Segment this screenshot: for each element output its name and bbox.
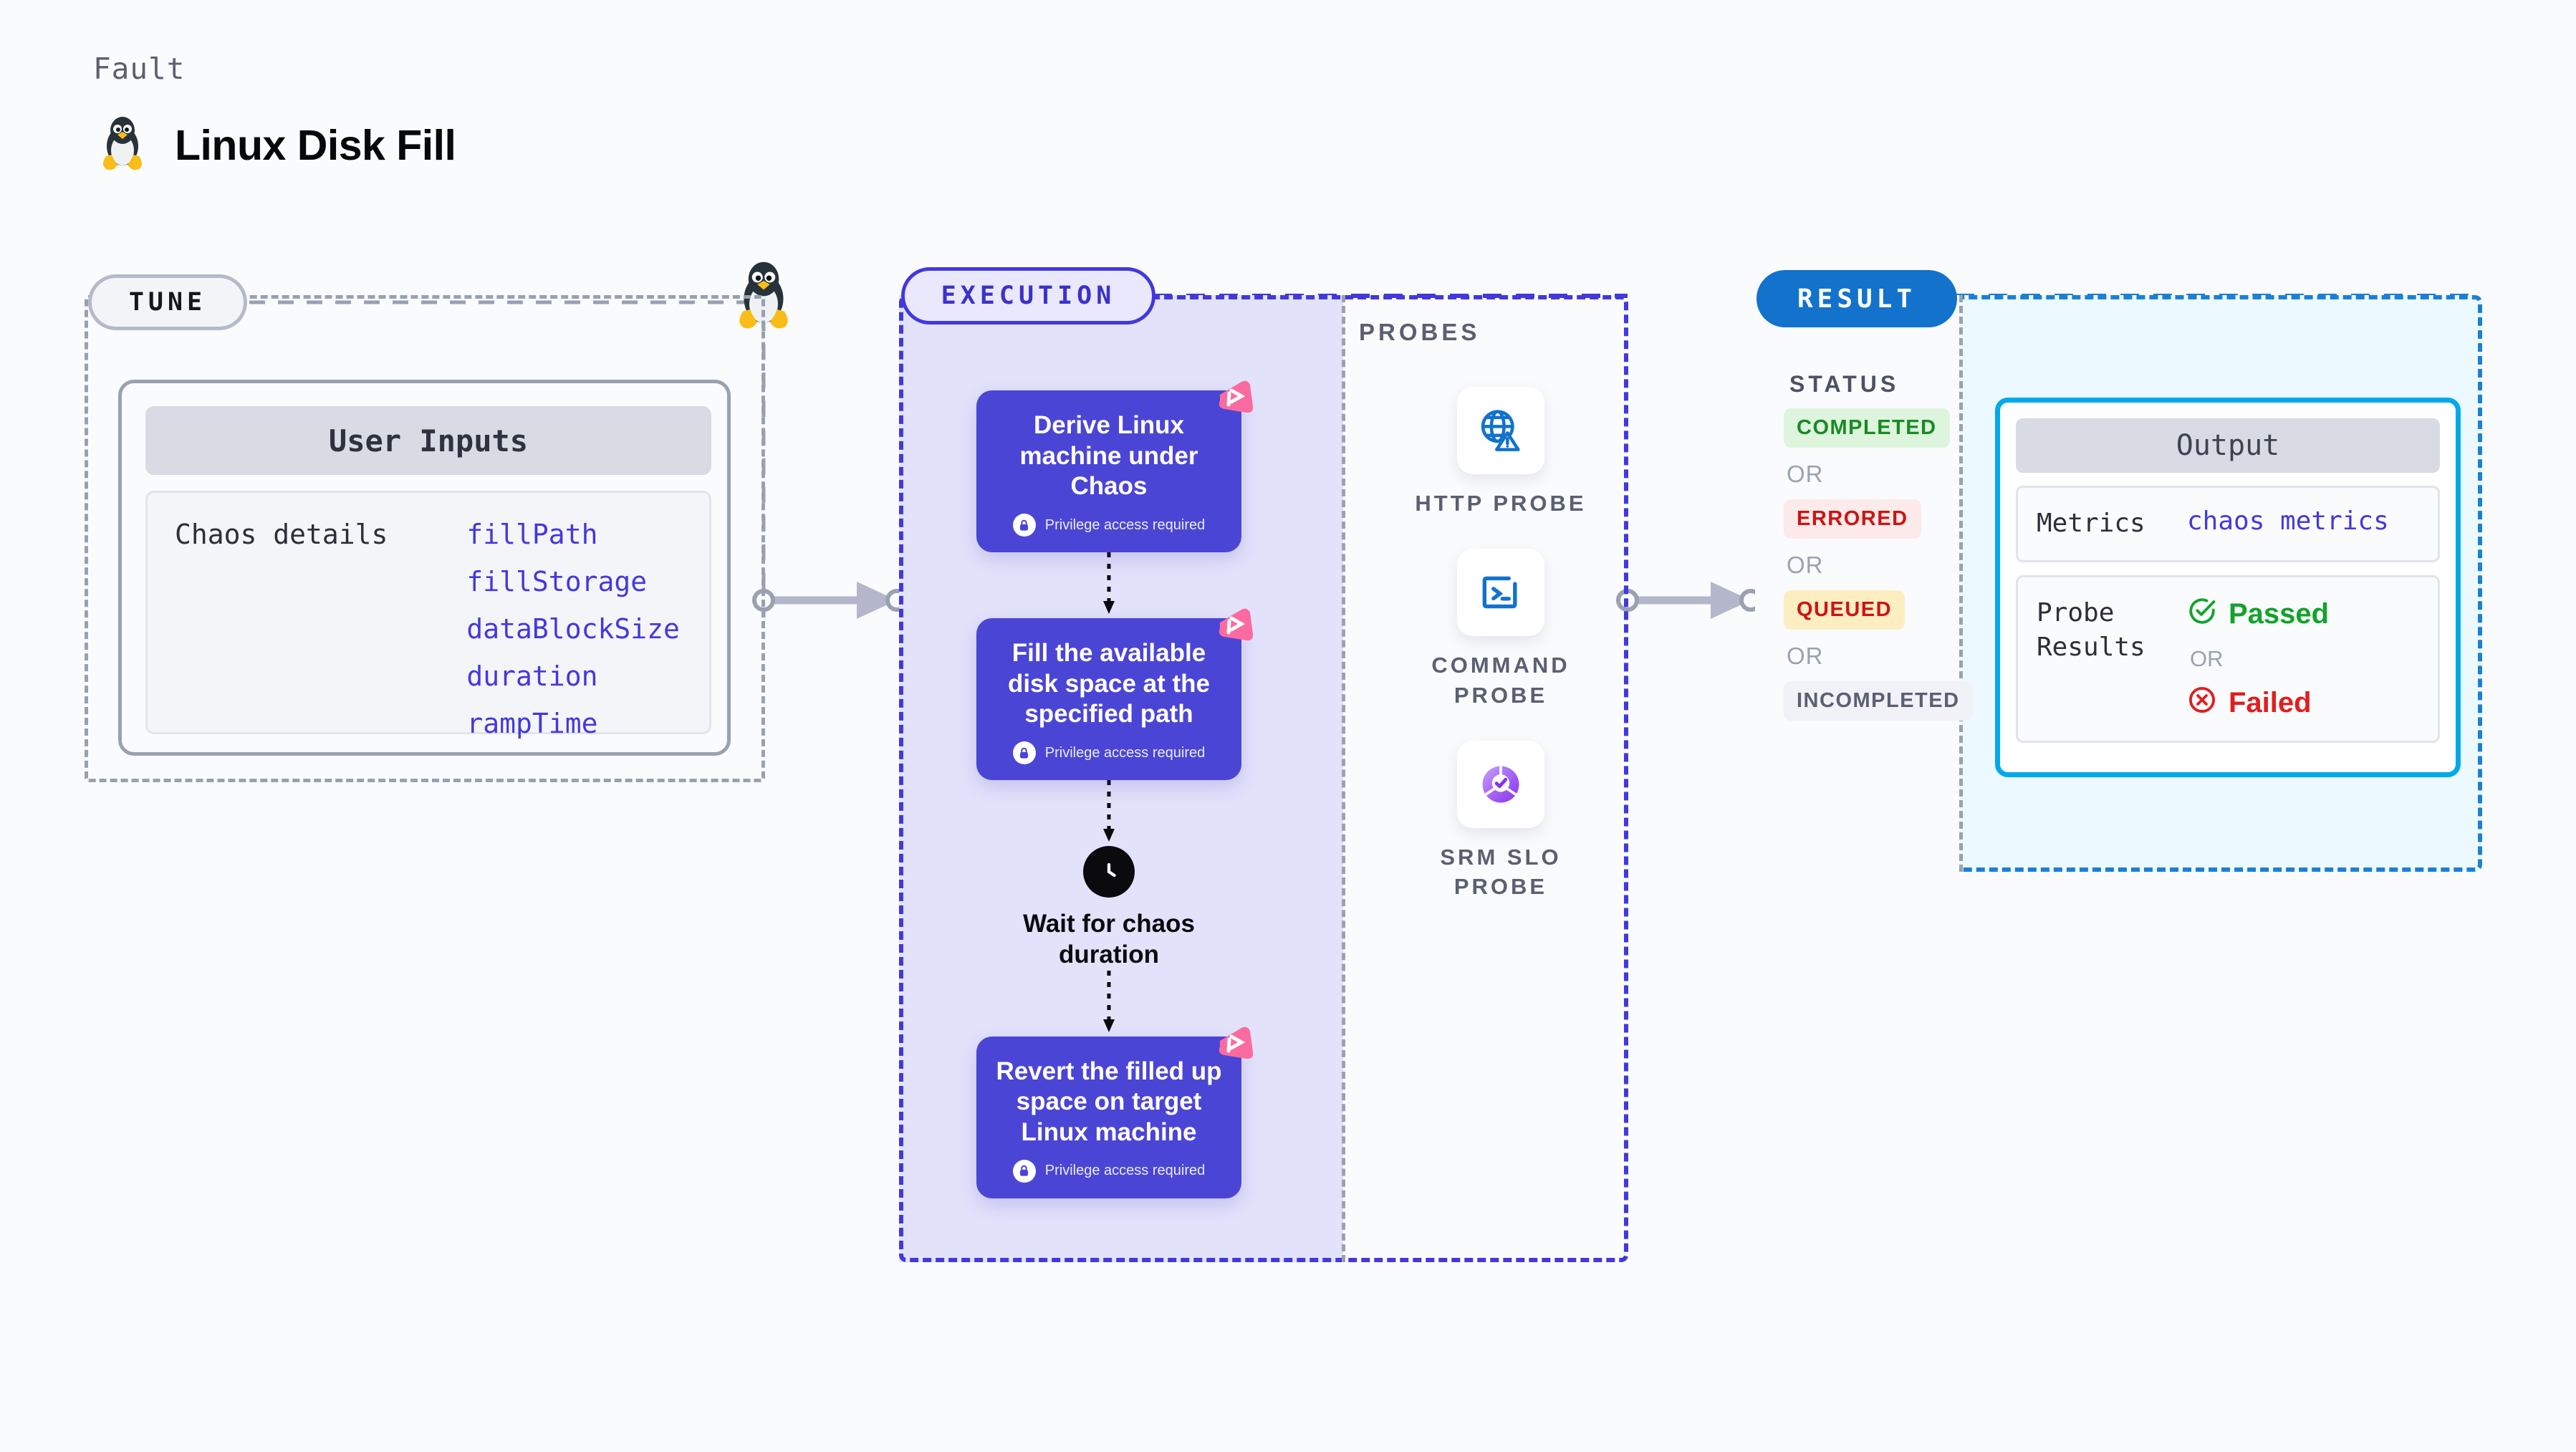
terminal-icon <box>1457 548 1544 636</box>
passed-label: Passed <box>2229 598 2330 630</box>
tune-section-pill[interactable]: TUNE <box>88 274 247 330</box>
x-circle-icon <box>2187 685 2217 722</box>
probe-label: COMMAND PROBE <box>1431 652 1570 708</box>
execution-section-pill[interactable]: EXECUTION <box>901 267 1155 324</box>
wait-for-duration-node: Wait for chaos duration <box>976 846 1241 970</box>
probe-label: HTTP PROBE <box>1415 491 1587 516</box>
result-section-pill[interactable]: RESULT <box>1756 270 1957 327</box>
privilege-text: Privilege access required <box>1044 744 1206 761</box>
execution-step-card[interactable]: Fill the available disk space at the spe… <box>976 608 1254 781</box>
chaos-details-label: Chaos details <box>175 519 388 550</box>
or-separator: OR <box>2190 645 2224 671</box>
page-title-row: Linux Disk Fill <box>99 115 456 176</box>
parameter-item[interactable]: fillPath <box>466 519 598 550</box>
step-connector <box>976 780 1241 846</box>
lock-icon <box>1012 514 1036 537</box>
step-connector <box>976 552 1241 618</box>
probes-section-label: PROBES <box>1359 319 1481 345</box>
lock-icon <box>1012 741 1036 765</box>
parameter-item[interactable]: duration <box>466 660 598 692</box>
privilege-badge: Privilege access required <box>995 514 1223 537</box>
chaos-ribbon-icon <box>1206 601 1257 653</box>
chaos-ribbon-icon <box>1206 1019 1257 1071</box>
execution-step-chain: Derive Linux machine under Chaos Privile… <box>976 380 1254 1198</box>
probe-verdict-failed: Failed <box>2187 685 2329 722</box>
privilege-text: Privilege access required <box>1044 1163 1206 1179</box>
probe-item-http[interactable]: HTTP PROBE <box>1415 387 1586 519</box>
tune-region <box>85 295 765 782</box>
linux-penguin-icon <box>99 115 146 176</box>
status-option-list: COMPLETED OR ERRORED OR QUEUED OR INCOMP… <box>1784 408 1973 721</box>
slo-donut-check-icon <box>1456 740 1544 828</box>
step-title: Derive Linux machine under Chaos <box>1019 411 1198 501</box>
probe-item-command[interactable]: COMMAND PROBE <box>1431 548 1570 711</box>
step-title: Revert the filled up space on target Lin… <box>996 1057 1222 1146</box>
probe-verdicts: Passed OR Failed <box>2187 596 2329 722</box>
step-connector <box>976 970 1241 1037</box>
status-heading: STATUS <box>1789 371 1900 397</box>
parameter-item[interactable]: fillStorage <box>466 566 648 597</box>
output-metrics-row: Metrics chaos metrics <box>2016 486 2440 562</box>
probe-verdict-passed: Passed <box>2187 596 2329 633</box>
probe-list: HTTP PROBE COMMAND PROBE <box>1383 387 1619 902</box>
probe-label: SRM SLO PROBE <box>1440 844 1562 900</box>
or-separator: OR <box>1787 461 1824 487</box>
execution-step-card[interactable]: Revert the filled up space on target Lin… <box>976 1027 1254 1198</box>
page-kicker: Fault <box>93 52 186 86</box>
privilege-badge: Privilege access required <box>995 1159 1223 1183</box>
parameter-item[interactable]: rampTime <box>466 708 598 739</box>
status-badge-completed: COMPLETED <box>1784 408 1950 448</box>
globe-warning-icon <box>1456 387 1544 474</box>
wait-label: Wait for chaos duration <box>1023 910 1195 968</box>
output-title: Output <box>2016 418 2440 473</box>
privilege-badge: Privilege access required <box>995 741 1223 765</box>
step-title: Fill the available disk space at the spe… <box>1007 639 1211 729</box>
metrics-label: Metrics <box>2037 509 2145 538</box>
output-probe-results-row: Probe Results Passed OR <box>2016 574 2440 743</box>
probes-divider <box>1342 295 1345 1262</box>
status-badge-queued: QUEUED <box>1784 590 1905 630</box>
or-separator: OR <box>1787 552 1824 578</box>
or-separator: OR <box>1787 643 1824 669</box>
parameter-item[interactable]: dataBlockSize <box>466 613 680 645</box>
user-inputs-card: User Inputs Chaos details fillPath fillS… <box>118 380 731 756</box>
clock-icon <box>1083 846 1135 898</box>
metrics-value[interactable]: chaos metrics <box>2187 506 2389 536</box>
status-output-divider <box>1959 295 1963 872</box>
execution-step-card[interactable]: Derive Linux machine under Chaos Privile… <box>976 380 1254 553</box>
status-badge-incompleted: INCOMPLETED <box>1784 681 1973 721</box>
probe-item-srm-slo[interactable]: SRM SLO PROBE <box>1440 740 1562 903</box>
output-card: Output Metrics chaos metrics Probe Resul… <box>1995 398 2461 777</box>
check-circle-icon <box>2187 596 2217 633</box>
user-inputs-title: User Inputs <box>145 406 711 475</box>
status-badge-errored: ERRORED <box>1784 499 1921 539</box>
lock-icon <box>1012 1159 1036 1183</box>
page-title: Linux Disk Fill <box>175 121 456 169</box>
parameter-list: fillPath fillStorage dataBlockSize durat… <box>466 519 680 739</box>
execution-probes-region <box>899 295 1628 1262</box>
privilege-text: Privilege access required <box>1044 516 1206 533</box>
probe-results-label: Probe Results <box>2037 597 2145 663</box>
chaos-details-panel: Chaos details fillPath fillStorage dataB… <box>145 491 711 739</box>
failed-label: Failed <box>2229 687 2312 719</box>
status-panel-bg <box>1755 295 1959 872</box>
chaos-ribbon-icon <box>1206 373 1257 425</box>
